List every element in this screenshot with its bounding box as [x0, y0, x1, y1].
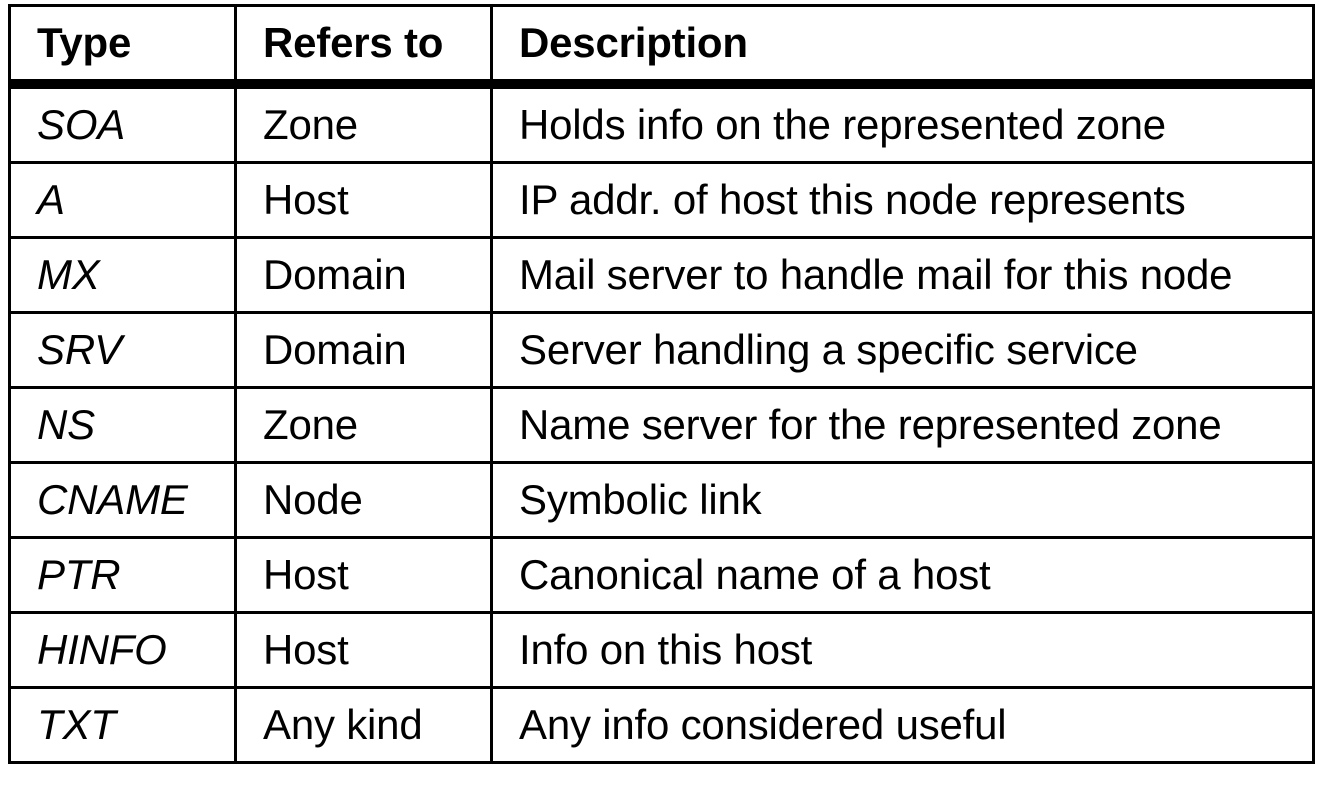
cell-refers-to: Any kind	[234, 686, 493, 764]
cell-refers-to: Host	[234, 536, 493, 614]
cell-type: A	[8, 161, 237, 239]
column-header-refers-to: Refers to	[234, 4, 493, 89]
table-row: PTR Host Canonical name of a host	[8, 536, 1315, 614]
table-row: MX Domain Mail server to handle mail for…	[8, 236, 1315, 314]
cell-description: IP addr. of host this node represents	[490, 161, 1315, 239]
cell-type: MX	[8, 236, 237, 314]
cell-type: SOA	[8, 82, 237, 164]
table-row: TXT Any kind Any info considered useful	[8, 686, 1315, 764]
table-row: HINFO Host Info on this host	[8, 611, 1315, 689]
table-row: A Host IP addr. of host this node repres…	[8, 161, 1315, 239]
cell-description: Info on this host	[490, 611, 1315, 689]
cell-refers-to: Domain	[234, 236, 493, 314]
cell-type: CNAME	[8, 461, 237, 539]
table-row: SRV Domain Server handling a specific se…	[8, 311, 1315, 389]
cell-refers-to: Zone	[234, 386, 493, 464]
cell-description: Mail server to handle mail for this node	[490, 236, 1315, 314]
cell-type: PTR	[8, 536, 237, 614]
cell-type: HINFO	[8, 611, 237, 689]
table-header-row: Type Refers to Description	[8, 4, 1315, 89]
cell-refers-to: Zone	[234, 82, 493, 164]
cell-type: SRV	[8, 311, 237, 389]
cell-description: Canonical name of a host	[490, 536, 1315, 614]
column-header-type: Type	[8, 4, 237, 89]
cell-description: Holds info on the represented zone	[490, 82, 1315, 164]
cell-type: TXT	[8, 686, 237, 764]
table-row: SOA Zone Holds info on the represented z…	[8, 82, 1315, 164]
table-header: Type Refers to Description	[8, 4, 1315, 89]
dns-resource-record-table: Type Refers to Description SOA Zone Hold…	[8, 4, 1315, 764]
cell-description: Name server for the represented zone	[490, 386, 1315, 464]
cell-refers-to: Host	[234, 611, 493, 689]
cell-description: Any info considered useful	[490, 686, 1315, 764]
cell-refers-to: Host	[234, 161, 493, 239]
cell-description: Server handling a specific service	[490, 311, 1315, 389]
cell-refers-to: Domain	[234, 311, 493, 389]
cell-type: NS	[8, 386, 237, 464]
cell-description: Symbolic link	[490, 461, 1315, 539]
table-body: SOA Zone Holds info on the represented z…	[8, 82, 1315, 764]
table-row: NS Zone Name server for the represented …	[8, 386, 1315, 464]
column-header-description: Description	[490, 4, 1315, 89]
table-row: CNAME Node Symbolic link	[8, 461, 1315, 539]
cell-refers-to: Node	[234, 461, 493, 539]
